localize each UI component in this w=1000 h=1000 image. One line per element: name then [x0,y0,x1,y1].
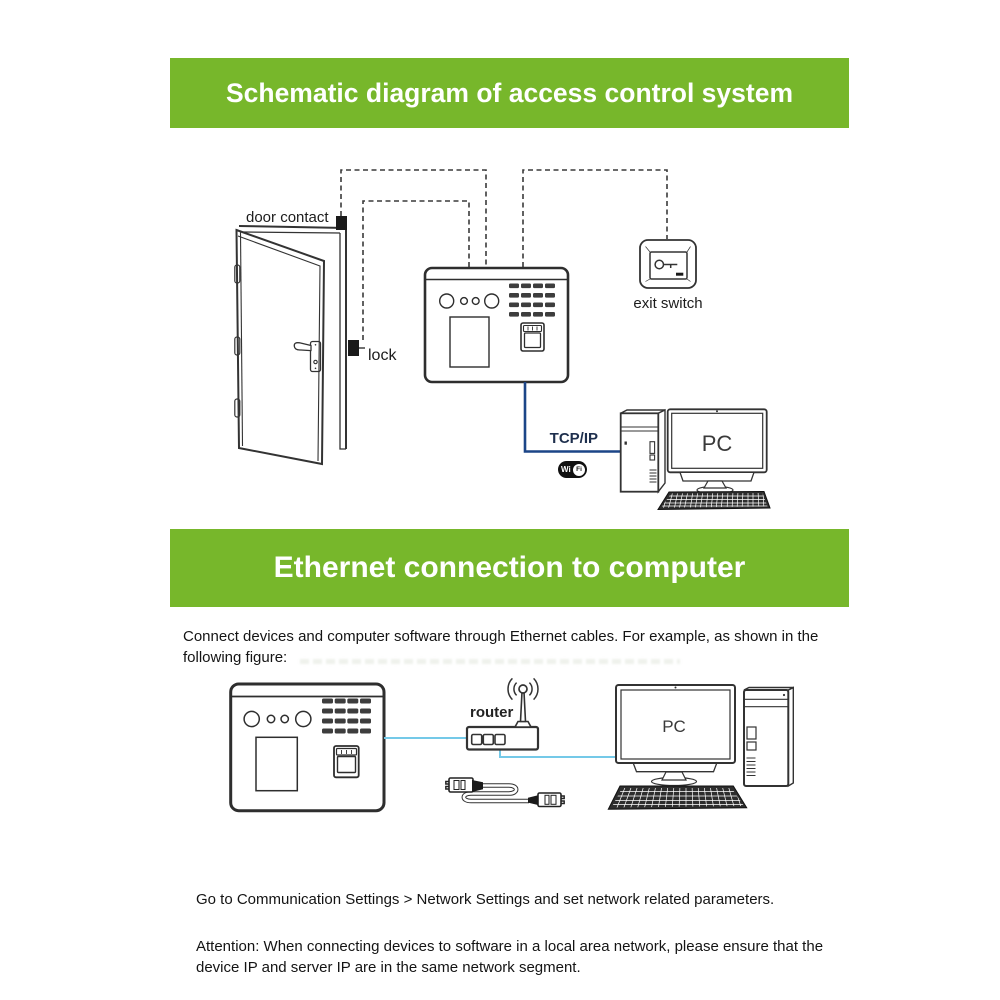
pc1-keyboard [657,490,771,511]
door-panel [235,228,326,466]
router-label: router [470,704,514,721]
door-hinge [234,398,241,418]
banner-schematic: Schematic diagram of access control syst… [170,58,849,128]
pc2-keyboard [607,785,748,810]
keypad-1 [509,283,555,317]
exit-switch [639,239,697,289]
antenna-base [513,720,533,728]
router [465,677,540,751]
intro-paragraph: Connect devices and computer software th… [183,628,819,666]
door-handle-lever [293,342,312,352]
faint-watermark [300,659,680,664]
attention-paragraph: Attention: When connecting devices to so… [196,938,824,976]
pc2-monitor [615,684,736,787]
door [234,216,365,466]
wifi-fi-text: Fi [572,462,586,477]
door-hinge [234,264,241,284]
door-contact-label: door contact [246,209,329,226]
access-device-2 [229,682,386,813]
banner-ethernet: Ethernet connection to computer [170,529,849,607]
goto-paragraph: Go to Communication Settings > Network S… [196,891,775,908]
cable-boot-right [528,795,538,805]
tcpip-label: TCP/IP [549,430,598,447]
fingerprint-reader-2 [333,745,360,779]
lock-label: lock [368,347,397,364]
door-hinge [234,336,241,356]
pc1-monitor [666,408,768,495]
tcpip-cable [523,382,620,453]
wire-door-contact [340,169,487,267]
wifi-waves [507,677,539,701]
device-screen-2 [255,736,299,792]
cable-boot-left [472,780,483,792]
banner-schematic-title: Schematic diagram of access control syst… [225,77,794,108]
tower-vents [649,469,657,483]
dashed-wires [340,169,668,340]
exit-switch-label: exit switch [633,295,703,312]
door-handle-plate [309,340,322,373]
lock-sensor [348,340,359,356]
access-device-1 [423,266,570,384]
door-contact-sensor [336,216,347,230]
wifi-wi-text: Wi [561,465,571,474]
antenna [519,691,527,723]
keypad-2 [322,698,371,734]
wire-exit-switch [522,169,668,267]
wifi-badge: Wi Fi [558,461,587,478]
pc2-label: PC [662,717,686,736]
banner-ethernet-title: Ethernet connection to computer [273,551,746,584]
pc1-label: PC [701,431,733,456]
fingerprint-reader-1 [520,322,545,352]
device-screen-1 [449,316,490,368]
pc2-tower [743,686,794,788]
ethernet-cable [445,777,565,808]
pc1-tower [619,408,666,494]
tower-vents [746,757,756,777]
wire-lock [362,200,470,340]
webcam-dot [674,686,677,689]
webcam-dot [716,410,718,413]
